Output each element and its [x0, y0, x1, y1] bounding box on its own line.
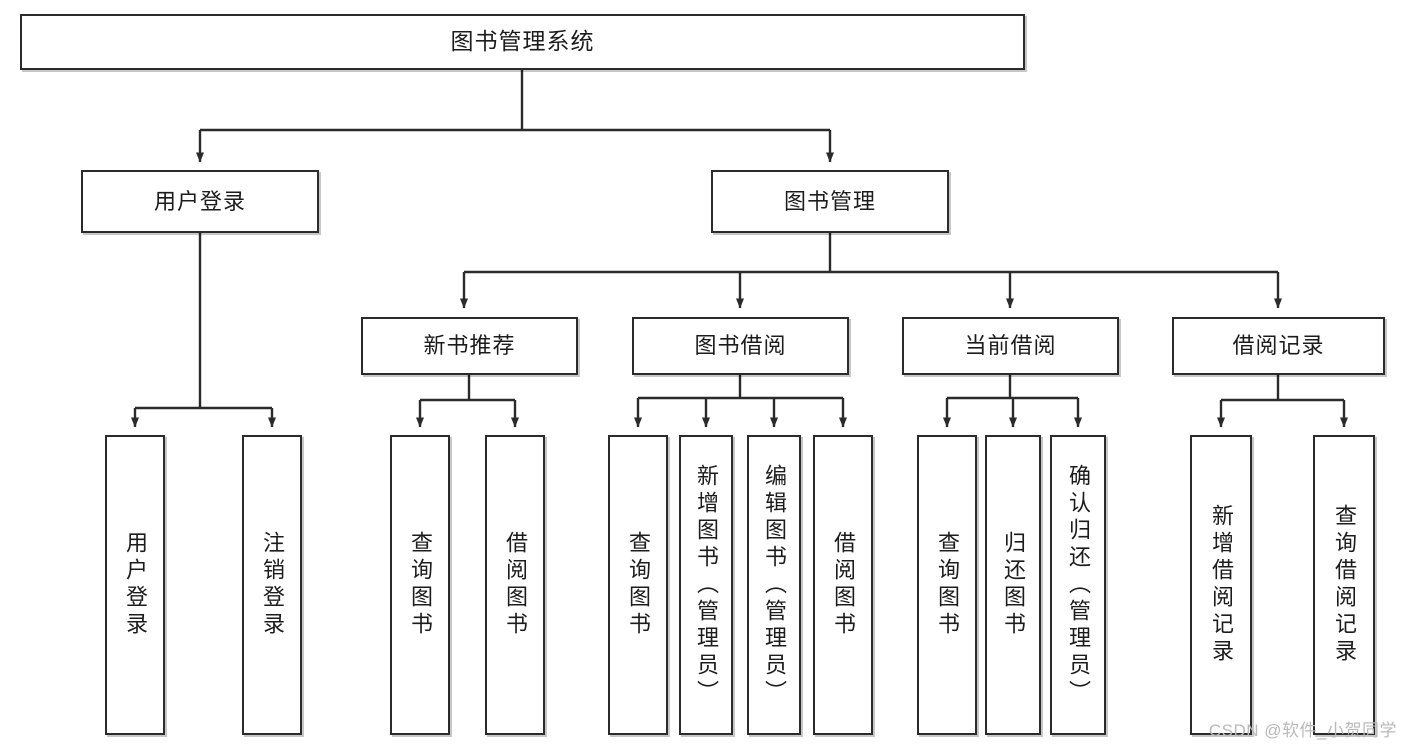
node-book-manage[interactable]: 图书管理	[711, 170, 949, 233]
node-label: 图书管理	[783, 188, 876, 214]
node-label: 借阅图书	[831, 531, 856, 639]
node-leaf-record-query-borrow-record[interactable]: 查询借阅记录	[1313, 435, 1375, 735]
node-label: 新增借阅记录	[1209, 504, 1234, 666]
node-leaf-user-logout[interactable]: 注销登录	[242, 435, 302, 735]
node-user-login[interactable]: 用户登录	[81, 170, 319, 233]
node-label: 借阅记录	[1232, 333, 1325, 359]
node-leaf-borrow-query-book[interactable]: 查询图书	[608, 435, 668, 735]
node-label: 查询图书	[935, 531, 960, 639]
watermark-text: CSDN @软件_小贺同学	[1208, 721, 1397, 740]
node-book-borrow[interactable]: 图书借阅	[632, 317, 849, 375]
node-leaf-current-confirm-return-admin[interactable]: 确认归还（管理员）	[1050, 435, 1106, 735]
node-leaf-recommend-borrow-book[interactable]: 借阅图书	[485, 435, 545, 735]
node-label: 查询借阅记录	[1332, 504, 1357, 666]
node-label: 图书借阅	[694, 333, 787, 359]
node-leaf-recommend-query-book[interactable]: 查询图书	[390, 435, 450, 735]
node-root-book-management-system[interactable]: 图书管理系统	[20, 14, 1025, 70]
node-leaf-user-login[interactable]: 用户登录	[105, 435, 165, 735]
node-leaf-current-query-book[interactable]: 查询图书	[917, 435, 977, 735]
node-new-book-recommend[interactable]: 新书推荐	[361, 317, 578, 375]
node-label: 归还图书	[1001, 531, 1026, 639]
node-label: 当前借阅	[964, 333, 1057, 359]
node-borrow-record[interactable]: 借阅记录	[1172, 317, 1385, 375]
node-leaf-borrow-add-book-admin[interactable]: 新增图书（管理员）	[679, 435, 733, 735]
node-label: 图书管理系统	[450, 28, 595, 55]
node-label: 用户登录	[123, 531, 148, 639]
node-label: 确认归还（管理员）	[1066, 463, 1091, 707]
node-label: 查询图书	[626, 531, 651, 639]
node-leaf-record-add-borrow-record[interactable]: 新增借阅记录	[1190, 435, 1252, 735]
node-leaf-current-return-book[interactable]: 归还图书	[985, 435, 1041, 735]
node-label: 借阅图书	[503, 531, 528, 639]
node-leaf-borrow-do-borrow-book[interactable]: 借阅图书	[813, 435, 873, 735]
node-current-borrow[interactable]: 当前借阅	[902, 317, 1119, 375]
node-label: 查询图书	[408, 531, 433, 639]
node-label: 用户登录	[153, 188, 246, 214]
node-label: 新书推荐	[423, 333, 516, 359]
node-label: 注销登录	[260, 531, 285, 639]
node-leaf-borrow-edit-book-admin[interactable]: 编辑图书（管理员）	[747, 435, 801, 735]
node-label: 编辑图书（管理员）	[762, 463, 787, 707]
node-label: 新增图书（管理员）	[694, 463, 719, 707]
